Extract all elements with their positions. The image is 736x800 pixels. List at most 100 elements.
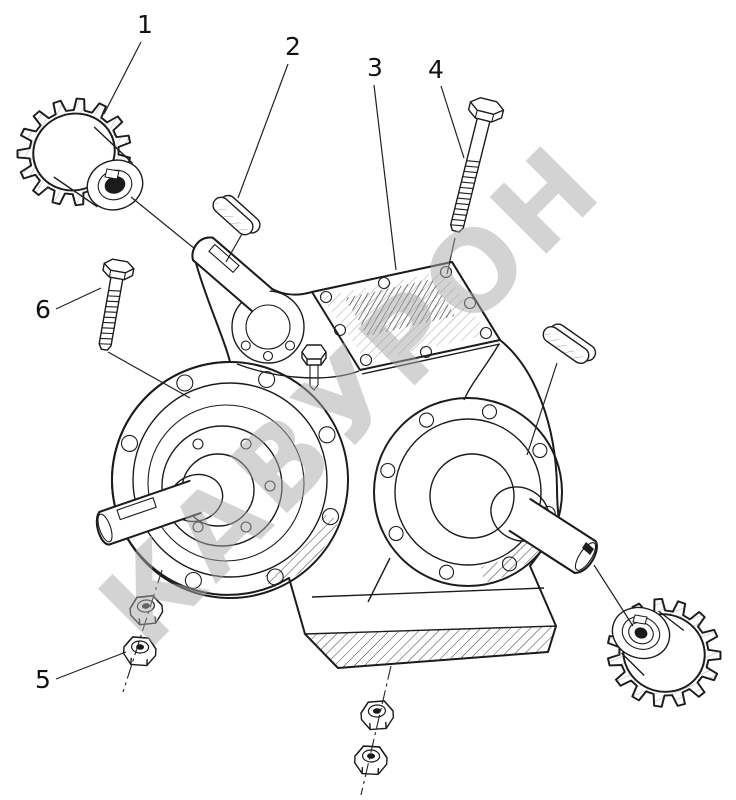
case-hex-plug [301, 344, 327, 391]
leader-line-5 [55, 651, 127, 680]
plug-hex-band [301, 352, 327, 366]
callout-label-4: 4 [428, 55, 444, 84]
cover-bolt [479, 326, 493, 340]
hub-keyway-notch [632, 614, 648, 625]
left-hub-bolts [192, 438, 276, 533]
cover-bolt [359, 353, 373, 367]
right-bearing-housing [373, 397, 598, 587]
flange-bolt [438, 564, 455, 580]
left-gear-housing [95, 361, 349, 599]
left-housing-outer-circle [111, 361, 349, 599]
sprocket-upper [16, 97, 144, 211]
flange-bolt [532, 442, 548, 459]
boss-bolt [284, 340, 296, 351]
input-shaft [191, 236, 273, 313]
right-housing-flange-circle [394, 418, 542, 566]
cover-bolt [419, 345, 433, 359]
flange-bolt [321, 508, 340, 526]
axis-left-nuts [122, 569, 163, 693]
boss-bolt [262, 350, 274, 362]
cover-bolt [319, 290, 333, 304]
input-boss-inner [245, 304, 291, 350]
left-housing-ring [147, 404, 305, 562]
left-housing-shading [264, 514, 339, 589]
flange-bolt [318, 426, 336, 444]
bolt-head-facets [108, 270, 126, 280]
callout-label-3: 3 [367, 53, 383, 82]
flange-bolt [184, 571, 202, 590]
boss-bolt [240, 340, 251, 351]
flange-bolt [176, 374, 194, 392]
base-front-face [303, 625, 557, 669]
leader-line-6 [55, 287, 102, 310]
left-flange-bolts [120, 370, 340, 590]
flange-bolt [418, 412, 435, 428]
key-assembly-line [225, 233, 243, 263]
flange-bolt [380, 462, 396, 479]
leader-line-2 [237, 63, 289, 199]
pedestal-left-edge [367, 557, 391, 603]
flange-bolt [388, 525, 404, 542]
axis-center-nuts [360, 665, 392, 796]
cover-scribble [345, 279, 455, 336]
hub-keyway-notch [104, 168, 120, 180]
bolt4-assembly-line [446, 237, 456, 275]
hub-bolt [192, 521, 204, 533]
left-shaft-keyway [116, 496, 157, 521]
hub-bore [104, 176, 126, 194]
callout-label-1: 1 [137, 10, 153, 39]
hub-bolt [264, 480, 276, 492]
mounting-base [303, 557, 557, 669]
cover-bolt [439, 265, 453, 279]
cover-bolts [319, 265, 493, 367]
left-output-shaft [95, 479, 202, 546]
left-shaft-end-face [97, 513, 113, 543]
bolt-threads [450, 160, 480, 227]
left-housing-flange-circle [132, 382, 328, 578]
case-shoulder-left [236, 363, 360, 379]
bolt-long [449, 97, 505, 233]
hub-bolt [192, 438, 204, 450]
key-right-assembly-line [526, 362, 558, 456]
sprocket-lower [606, 598, 722, 708]
sprocket-upper-hub [53, 126, 144, 211]
flange-bolt [266, 568, 284, 586]
sprocket1-assembly-line [130, 196, 196, 250]
gearbox-assembly [95, 236, 598, 669]
right-shaft-keyway [582, 542, 594, 555]
flange-bolt [120, 434, 139, 452]
sprocket2-assembly-line [593, 564, 634, 627]
hub-bolt [240, 438, 252, 450]
flange-bolt [258, 370, 276, 389]
sprocket-lower-hub [611, 606, 685, 676]
leader-line-1 [103, 41, 142, 115]
callout-label-2: 2 [285, 32, 301, 61]
cover-edge [361, 343, 501, 375]
right-housing-hub-circle [429, 453, 515, 539]
key-shading [213, 202, 248, 235]
bolt-threads [99, 290, 121, 345]
hub-bore [634, 627, 648, 639]
bolt6-assembly-line [107, 351, 191, 399]
callouts: 1 2 3 4 5 6 [35, 10, 465, 694]
bolt-short [98, 258, 135, 351]
cover-bolt [377, 276, 391, 290]
left-housing-hub-circle [161, 425, 283, 547]
input-shaft-keyway [208, 243, 240, 274]
flange-bolt [481, 404, 498, 420]
plug-stud [309, 365, 319, 391]
cover-bolt [463, 296, 477, 310]
inspection-cover [311, 261, 501, 375]
key-upper [212, 194, 261, 236]
right-housing-outer-circle [373, 397, 563, 587]
bolt-head-top [469, 97, 505, 115]
hub-bolt [240, 521, 252, 533]
hex-nut [353, 744, 389, 776]
leader-line-4 [440, 85, 465, 159]
base-top-edge [311, 587, 545, 598]
flange-bolt [501, 556, 518, 572]
key-shading [543, 332, 585, 364]
assembly-lines [107, 196, 634, 796]
right-output-shaft [508, 498, 598, 574]
